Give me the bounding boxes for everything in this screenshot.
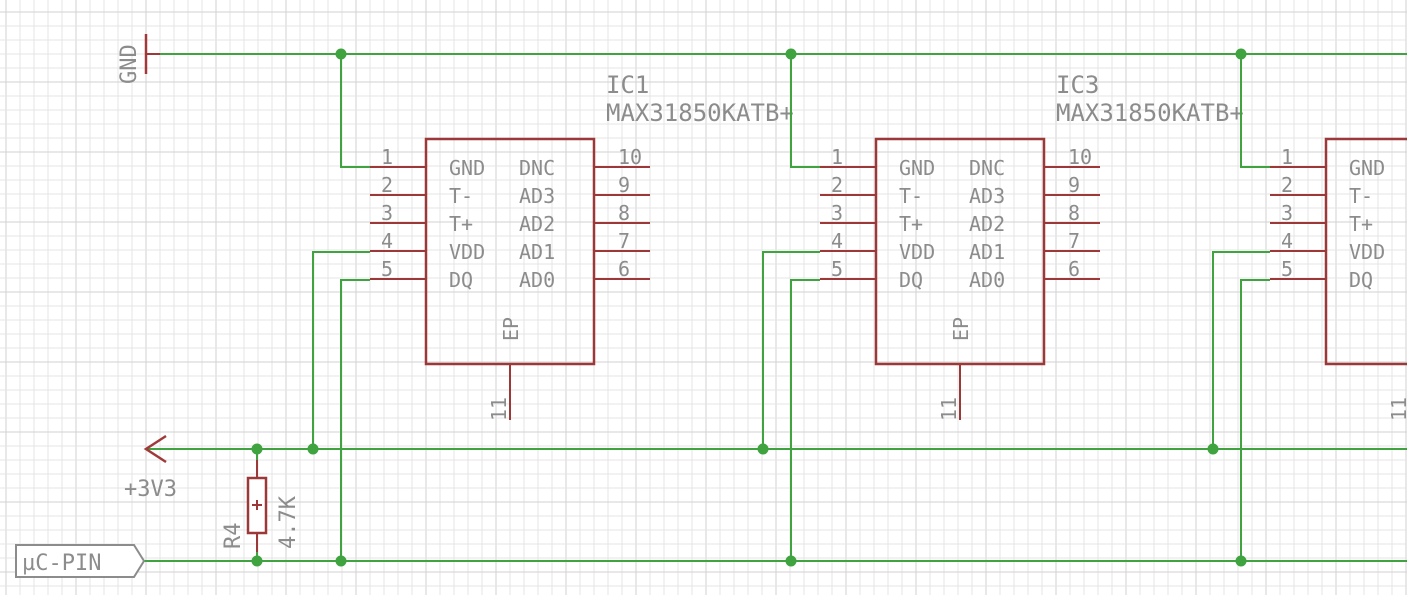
pin-number: 4 <box>381 229 393 253</box>
pin-number: 2 <box>831 173 843 197</box>
pin-number: 3 <box>381 201 393 225</box>
pin-number: 9 <box>618 173 630 197</box>
pin-number: 1 <box>1281 145 1293 169</box>
pin-name: AD2 <box>519 212 555 236</box>
pin-number: 1 <box>381 145 393 169</box>
ep-pin-number: 11 <box>487 397 511 421</box>
pin-number: 6 <box>1068 257 1080 281</box>
gnd-symbol[interactable]: GND <box>117 34 160 84</box>
ep-pin-number: 11 <box>1387 397 1407 421</box>
pin-number: 5 <box>381 257 393 281</box>
ep-pin-number: 11 <box>937 397 961 421</box>
chip-2-part: MAX31850KATB+ <box>1056 99 1244 127</box>
pin-number: 8 <box>618 201 630 225</box>
pin-name: T+ <box>899 212 923 236</box>
pin-number: 2 <box>381 173 393 197</box>
vcc-net <box>146 443 1407 455</box>
data-net <box>144 555 1407 567</box>
pin-name: VDD <box>1349 240 1385 264</box>
ep-label: EP <box>949 317 973 341</box>
pin-number: 10 <box>618 145 642 169</box>
vcc-label: +3V3 <box>124 477 177 502</box>
pin-number: 7 <box>1068 229 1080 253</box>
pin-number: 6 <box>618 257 630 281</box>
pin-name: AD3 <box>969 184 1005 208</box>
pin-number: 4 <box>1281 229 1293 253</box>
pin-name: T- <box>1349 184 1373 208</box>
chip-3[interactable]: 1 GND 2 T- 3 T+ 4 VDD 5 DQ 11 <box>1212 54 1407 561</box>
pin-name: T+ <box>449 212 473 236</box>
gnd-label: GND <box>117 44 142 84</box>
pin-number: 10 <box>1068 145 1092 169</box>
pin-name: DQ <box>449 268 473 292</box>
pin-name: T- <box>899 184 923 208</box>
vcc-symbol[interactable]: +3V3 <box>124 434 177 502</box>
pin-number: 3 <box>1281 201 1293 225</box>
chip-2-name: IC3 <box>1056 71 1099 99</box>
resistor-name: R4 <box>221 523 246 550</box>
pin-name: AD0 <box>969 268 1005 292</box>
pin-number: 5 <box>831 257 843 281</box>
resistor-value: 4.7K <box>276 495 301 549</box>
pin-name: AD1 <box>969 240 1005 264</box>
pin-name: AD0 <box>519 268 555 292</box>
pin-name: GND <box>449 156 485 180</box>
pin-number: 1 <box>831 145 843 169</box>
resistor-r4[interactable]: R4 4.7K <box>221 449 301 561</box>
pin-name: DQ <box>1349 268 1373 292</box>
pin-name: DNC <box>969 156 1005 180</box>
pin-name: VDD <box>899 240 935 264</box>
pin-name: T- <box>449 184 473 208</box>
pin-number: 8 <box>1068 201 1080 225</box>
chip-2-wires <box>762 54 820 561</box>
chip-1-part: MAX31850KATB+ <box>606 99 794 127</box>
pin-number: 3 <box>831 201 843 225</box>
pin-name: DQ <box>899 268 923 292</box>
pin-name: AD2 <box>969 212 1005 236</box>
uc-pin-label: µC-PIN <box>22 551 101 576</box>
pin-name: VDD <box>449 240 485 264</box>
pin-number: 4 <box>831 229 843 253</box>
ep-label: EP <box>499 317 523 341</box>
chip-1-name: IC1 <box>606 71 649 99</box>
pin-name: T+ <box>1349 212 1373 236</box>
pin-number: 5 <box>1281 257 1293 281</box>
uc-pin-port[interactable]: µC-PIN <box>15 544 146 578</box>
pin-name: GND <box>899 156 935 180</box>
pin-number: 9 <box>1068 173 1080 197</box>
pin-name: AD3 <box>519 184 555 208</box>
pin-number: 2 <box>1281 173 1293 197</box>
pin-number: 7 <box>618 229 630 253</box>
pin-name: DNC <box>519 156 555 180</box>
chip-3-wires <box>1212 54 1270 561</box>
pin-name: GND <box>1349 156 1385 180</box>
pin-name: AD1 <box>519 240 555 264</box>
chip-1-wires <box>312 54 370 561</box>
